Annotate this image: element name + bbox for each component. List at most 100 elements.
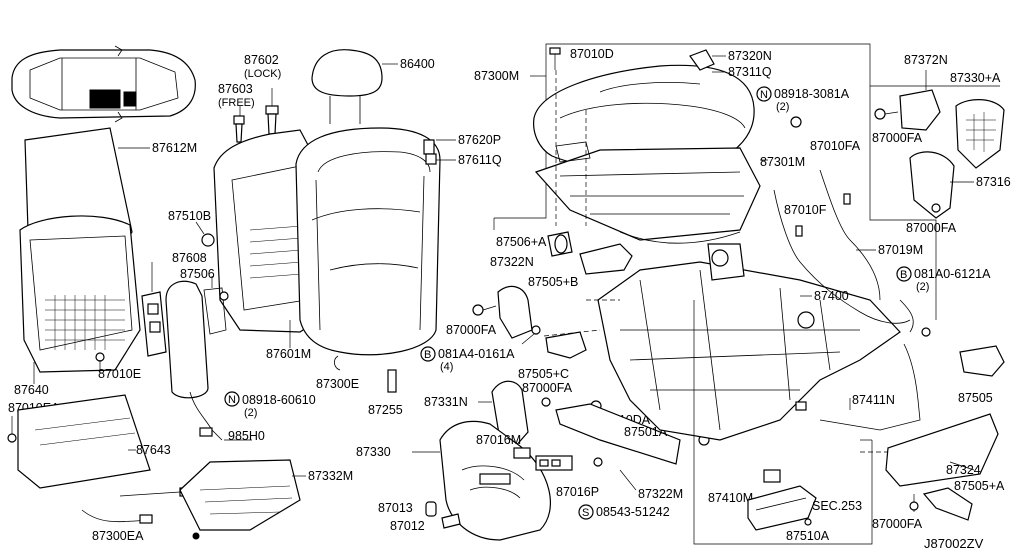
label-87000FA-3: 87000FA bbox=[872, 131, 923, 145]
label-87013: 87013 bbox=[378, 501, 413, 515]
label-87324: 87324 bbox=[946, 463, 981, 477]
label-87300E: 87300E bbox=[316, 377, 359, 391]
label-87643: 87643 bbox=[136, 443, 171, 457]
svg-text:N: N bbox=[760, 89, 768, 101]
label-87311Q: 87311Q bbox=[728, 65, 772, 79]
screw-87510A-icon bbox=[804, 518, 812, 526]
label-08543-51242: 08543-51242 bbox=[596, 505, 670, 519]
module-box bbox=[693, 300, 873, 545]
label-08918-60610: 08918-60610 bbox=[242, 393, 316, 407]
seat-cushion-87320N bbox=[533, 49, 755, 171]
seat-adjuster-87400 bbox=[597, 243, 901, 441]
vehicle-locator-icon bbox=[11, 45, 196, 123]
cover-87322N bbox=[497, 285, 533, 339]
headrest-86400 bbox=[311, 49, 398, 124]
label-081A4-0161A-qty: (4) bbox=[440, 361, 453, 373]
cover-87330A bbox=[955, 99, 1005, 169]
screw-87000FA-4-icon bbox=[931, 203, 941, 213]
label-87510A: 87510A bbox=[786, 529, 830, 543]
label-87411N: 87411N bbox=[852, 393, 895, 407]
diagram-id: J87002ZV bbox=[924, 536, 984, 551]
label-87301M: 87301M bbox=[760, 155, 805, 169]
label-87012: 87012 bbox=[390, 519, 425, 533]
label-87602: 87602 bbox=[244, 53, 279, 67]
nut-symbol-N-icon-2: N bbox=[756, 86, 772, 102]
connector-87410M-icon bbox=[763, 469, 781, 483]
screw-87000FA-icon bbox=[472, 304, 497, 316]
label-87601M: 87601M bbox=[266, 347, 311, 361]
label-87331N: 87331N bbox=[424, 395, 468, 409]
label-87332M: 87332M bbox=[308, 469, 353, 483]
label-081A0-6121A-qty: (2) bbox=[916, 281, 929, 293]
label-87320N: 87320N bbox=[728, 49, 772, 63]
back-board-87643 bbox=[17, 394, 151, 489]
label-08918-60610-qty: (2) bbox=[244, 407, 257, 419]
bolt-symbol-B-icon: B bbox=[420, 346, 436, 362]
harness-87019M bbox=[773, 169, 914, 333]
clip-87010EA-icon bbox=[7, 433, 17, 443]
label-87322N: 87322N bbox=[490, 255, 534, 269]
side-airbag-985H0 bbox=[165, 276, 229, 441]
bolt-87510B-icon bbox=[195, 221, 215, 247]
cushion-frame-87301M bbox=[534, 141, 768, 244]
label-87316: 87316 bbox=[976, 175, 1011, 189]
label-SEC253: SEC.253 bbox=[812, 499, 862, 513]
switch-87016P-icon bbox=[535, 455, 573, 471]
label-87322M: 87322M bbox=[638, 487, 683, 501]
cover-87505A bbox=[922, 487, 973, 521]
label-87010E: 87010E bbox=[98, 367, 141, 381]
label-87410M: 87410M bbox=[708, 491, 753, 505]
label-87330A: 87330+A bbox=[950, 71, 1001, 85]
label-87010FA: 87010FA bbox=[810, 139, 861, 153]
nut-symbol-N-icon: N bbox=[224, 391, 240, 407]
label-87019M: 87019M bbox=[878, 243, 923, 257]
label-87000FA-1: 87000FA bbox=[446, 323, 497, 337]
screw-87000FA-2-icon bbox=[541, 397, 551, 407]
label-87300M: 87300M bbox=[474, 69, 519, 83]
label-87010F: 87010F bbox=[784, 203, 827, 217]
module-87510A bbox=[747, 485, 817, 531]
bolt-081A0-6121A-icon bbox=[921, 327, 931, 337]
bolt-symbol-B-icon-2: B bbox=[896, 266, 912, 282]
screw-87010D-icon bbox=[549, 47, 561, 70]
label-87602-lock: (LOCK) bbox=[244, 68, 281, 80]
cover-87505 bbox=[959, 345, 1005, 377]
label-87505C: 87505+C bbox=[518, 367, 569, 381]
label-86400: 86400 bbox=[400, 57, 435, 71]
label-87330: 87330 bbox=[356, 445, 391, 459]
label-87400: 87400 bbox=[814, 289, 849, 303]
seat-cover-87332M bbox=[179, 459, 306, 531]
knob-87012-icon bbox=[441, 513, 461, 529]
screw-symbol-S-icon: S bbox=[578, 504, 594, 520]
label-87000FA-4: 87000FA bbox=[906, 221, 957, 235]
label-87640: 87640 bbox=[14, 383, 49, 397]
label-87608: 87608 bbox=[172, 251, 207, 265]
cushion-assembly-box bbox=[493, 43, 937, 320]
headrest-guide-87602 bbox=[265, 88, 279, 135]
label-87010D: 87010D bbox=[570, 47, 614, 61]
label-87000FA-5: 87000FA bbox=[872, 517, 923, 531]
screw-08543-51242-icon bbox=[593, 457, 603, 467]
label-87505B: 87505+B bbox=[528, 275, 578, 289]
rail-cover-87324 bbox=[885, 413, 999, 487]
switch-87016M-icon bbox=[513, 447, 531, 459]
svg-text:B: B bbox=[900, 269, 907, 281]
nut-08918-3081A-icon bbox=[790, 116, 802, 128]
clip-87300E-icon bbox=[334, 355, 341, 371]
seatback-trim-87620P bbox=[295, 127, 456, 356]
label-87505A: 87505+A bbox=[954, 479, 1005, 493]
label-87372N: 87372N bbox=[904, 53, 948, 67]
svg-text:S: S bbox=[582, 507, 589, 519]
label-87506: 87506 bbox=[180, 267, 215, 281]
label-081A4-0161A: 081A4-0161A bbox=[438, 347, 515, 361]
label-87505: 87505 bbox=[958, 391, 993, 405]
label-87300EA: 87300EA bbox=[92, 529, 144, 543]
switch-87608 bbox=[141, 262, 167, 357]
label-87510B: 87510B bbox=[168, 209, 211, 223]
cover-87372N bbox=[899, 70, 941, 131]
cover-87505C bbox=[545, 331, 587, 359]
clip-87255-icon bbox=[387, 369, 397, 393]
label-87501A: 87501A bbox=[624, 425, 668, 439]
label-87506A: 87506+A bbox=[496, 235, 547, 249]
label-87620P: 87620P bbox=[458, 133, 501, 147]
